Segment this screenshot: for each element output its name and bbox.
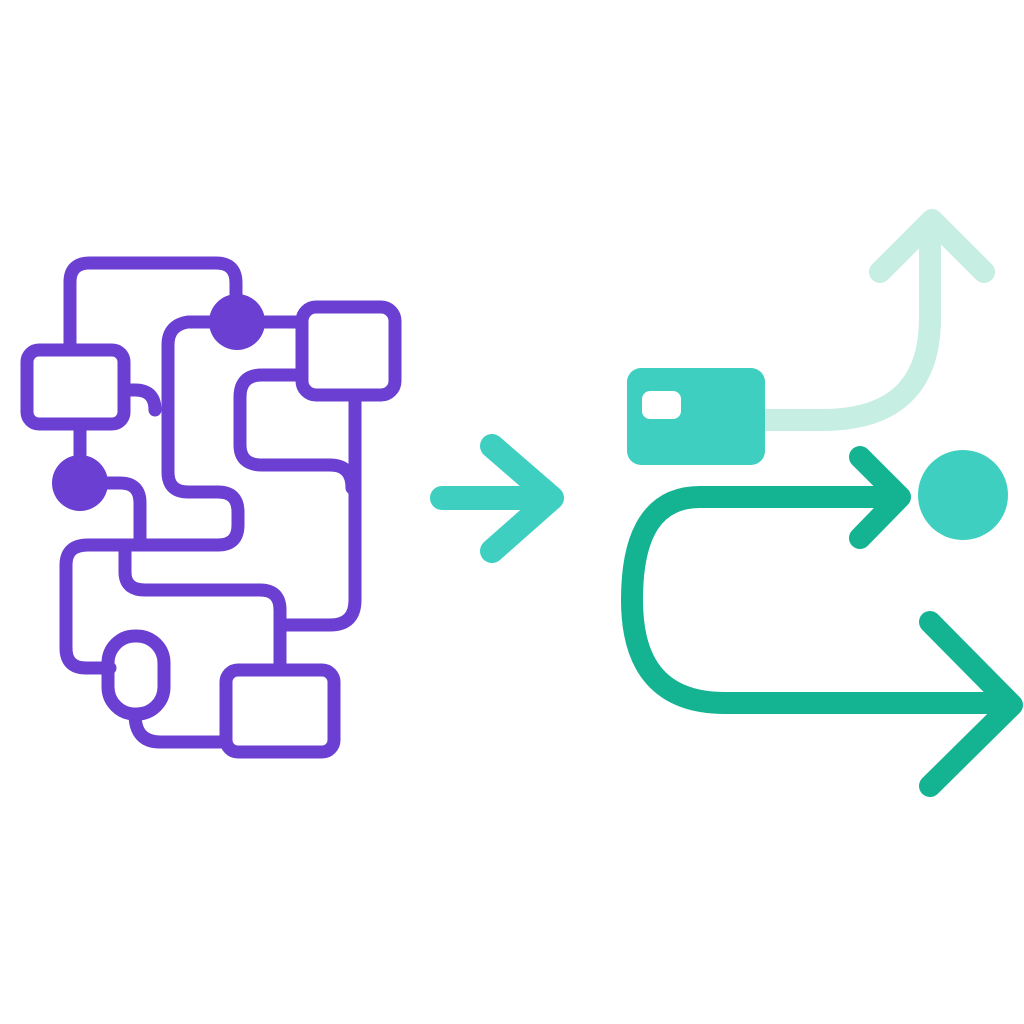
- u-turn-arrow-icon: [621, 446, 1023, 797]
- connector: [118, 383, 162, 417]
- streamlined-flow-icon: [621, 209, 1023, 797]
- process-capsule: [101, 629, 171, 721]
- connector: [118, 538, 287, 677]
- connector: [233, 368, 359, 495]
- connector: [63, 256, 243, 357]
- decision-node: [209, 294, 265, 350]
- process-box: [295, 300, 402, 402]
- connector: [59, 315, 245, 675]
- tangled-flowchart-icon: [20, 256, 402, 759]
- card-chip: [642, 391, 681, 419]
- decision-node: [52, 455, 108, 511]
- arrow-right-icon: [430, 434, 564, 563]
- connector: [101, 476, 147, 552]
- process-box: [219, 663, 341, 759]
- target-dot-icon: [918, 450, 1008, 540]
- connector: [275, 388, 362, 632]
- faded-arrow-up-icon: [749, 209, 995, 431]
- process-box: [20, 343, 131, 431]
